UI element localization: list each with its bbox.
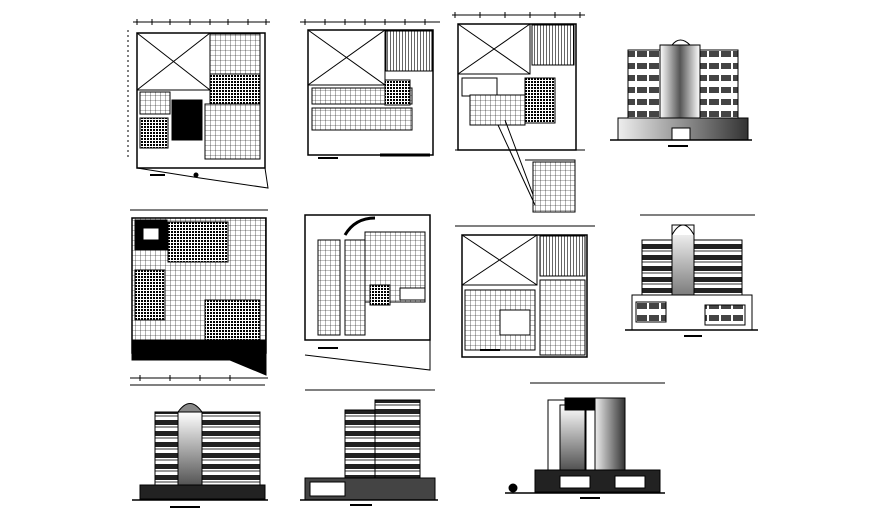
elevation-4 — [505, 382, 665, 499]
floor-plan-2 — [300, 19, 440, 159]
elevation-2 — [625, 214, 758, 337]
dimension-line-top — [133, 19, 270, 25]
floor-plan-4 — [130, 209, 268, 381]
section-1 — [300, 389, 438, 506]
floor-plan-6 — [455, 225, 595, 358]
floor-plan-3 — [452, 12, 585, 213]
floor-plan-5 — [304, 214, 431, 371]
elevation-1 — [610, 39, 752, 147]
elevation-3 — [130, 384, 268, 508]
floor-plan-1 — [127, 19, 270, 189]
